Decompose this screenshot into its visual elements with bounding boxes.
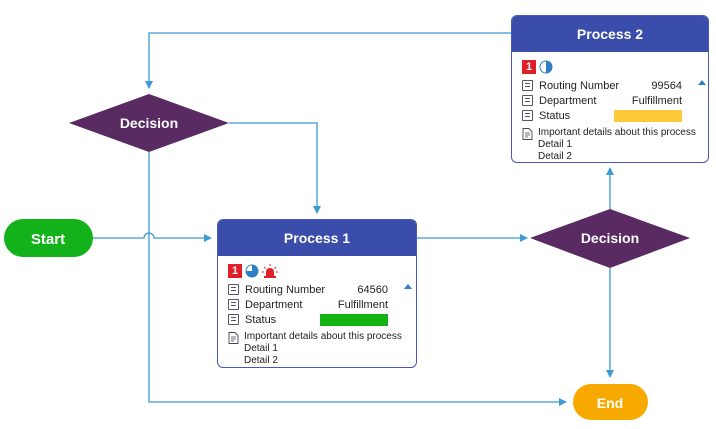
process2-department-label: Department (539, 94, 597, 107)
start-node[interactable]: Start (4, 219, 93, 257)
process2-details: Important details about this process Det… (522, 127, 698, 162)
process1-detail-1: Detail 1 (244, 343, 278, 354)
connector-process2-to-decision-top (145, 32, 511, 89)
process1-routing-value: 64560 (357, 283, 388, 296)
progress-pie-icon (245, 264, 259, 278)
process2-detail-1: Detail 1 (538, 139, 572, 150)
process1-status-label: Status (245, 313, 277, 326)
process2-routing-value: 99564 (651, 79, 682, 92)
end-node[interactable]: End (573, 384, 648, 420)
process1-card[interactable]: Process 1 1 Routing Number 64560 Departm… (217, 219, 417, 368)
process2-department-value: Fulfillment (631, 94, 682, 107)
process1-status-indicator (320, 313, 388, 326)
start-label: Start (31, 231, 65, 248)
connector-decision-top-to-end (148, 152, 567, 406)
process2-detail-2: Detail 2 (538, 151, 572, 162)
priority-1-icon: 1 (522, 60, 536, 74)
process1-collapse-caret-icon[interactable] (404, 284, 412, 289)
end-label: End (597, 395, 623, 411)
list-icon (522, 95, 533, 106)
connector-start-to-process1 (93, 232, 212, 242)
process1-department-value: Fulfillment (337, 298, 388, 311)
list-icon (228, 284, 239, 295)
process1-status-row: Status (228, 312, 406, 327)
list-icon (228, 314, 239, 325)
list-icon (522, 110, 533, 121)
decision-right-label: Decision (581, 230, 639, 246)
process2-routing-row: Routing Number 99564 (522, 78, 698, 93)
process1-detail-2: Detail 2 (244, 355, 278, 366)
process1-details-heading: Important details about this process (244, 331, 402, 342)
process2-card[interactable]: Process 2 1 Routing Number 99564 Departm… (511, 15, 709, 163)
alarm-light-icon (262, 264, 278, 278)
decision-top-label: Decision (120, 115, 178, 131)
process2-details-heading: Important details about this process (538, 127, 696, 138)
list-icon (228, 299, 239, 310)
process2-routing-label: Routing Number (539, 79, 620, 92)
process1-icons: 1 (228, 262, 406, 280)
process2-department-row: Department Fulfillment (522, 93, 698, 108)
process1-department-row: Department Fulfillment (228, 297, 406, 312)
process1-department-label: Department (245, 298, 303, 311)
connector-decision-top-to-process1 (229, 122, 321, 214)
process1-title: Process 1 (218, 220, 416, 256)
note-icon (228, 332, 239, 344)
list-icon (522, 80, 533, 91)
process2-status-label: Status (539, 109, 571, 122)
priority-1-icon: 1 (228, 264, 242, 278)
process1-routing-label: Routing Number (245, 283, 326, 296)
process2-status-row: Status (522, 108, 698, 123)
process1-details: Important details about this process Det… (228, 331, 406, 367)
decision-top-node[interactable]: Decision (69, 94, 229, 152)
process2-icons: 1 (522, 58, 698, 76)
process1-routing-row: Routing Number 64560 (228, 282, 406, 297)
note-icon (522, 128, 533, 140)
process2-title: Process 2 (512, 16, 708, 52)
decision-right-node[interactable]: Decision (530, 209, 690, 268)
progress-pie-icon (539, 60, 553, 74)
process2-status-indicator (614, 109, 682, 122)
process2-collapse-caret-icon[interactable] (698, 80, 706, 85)
